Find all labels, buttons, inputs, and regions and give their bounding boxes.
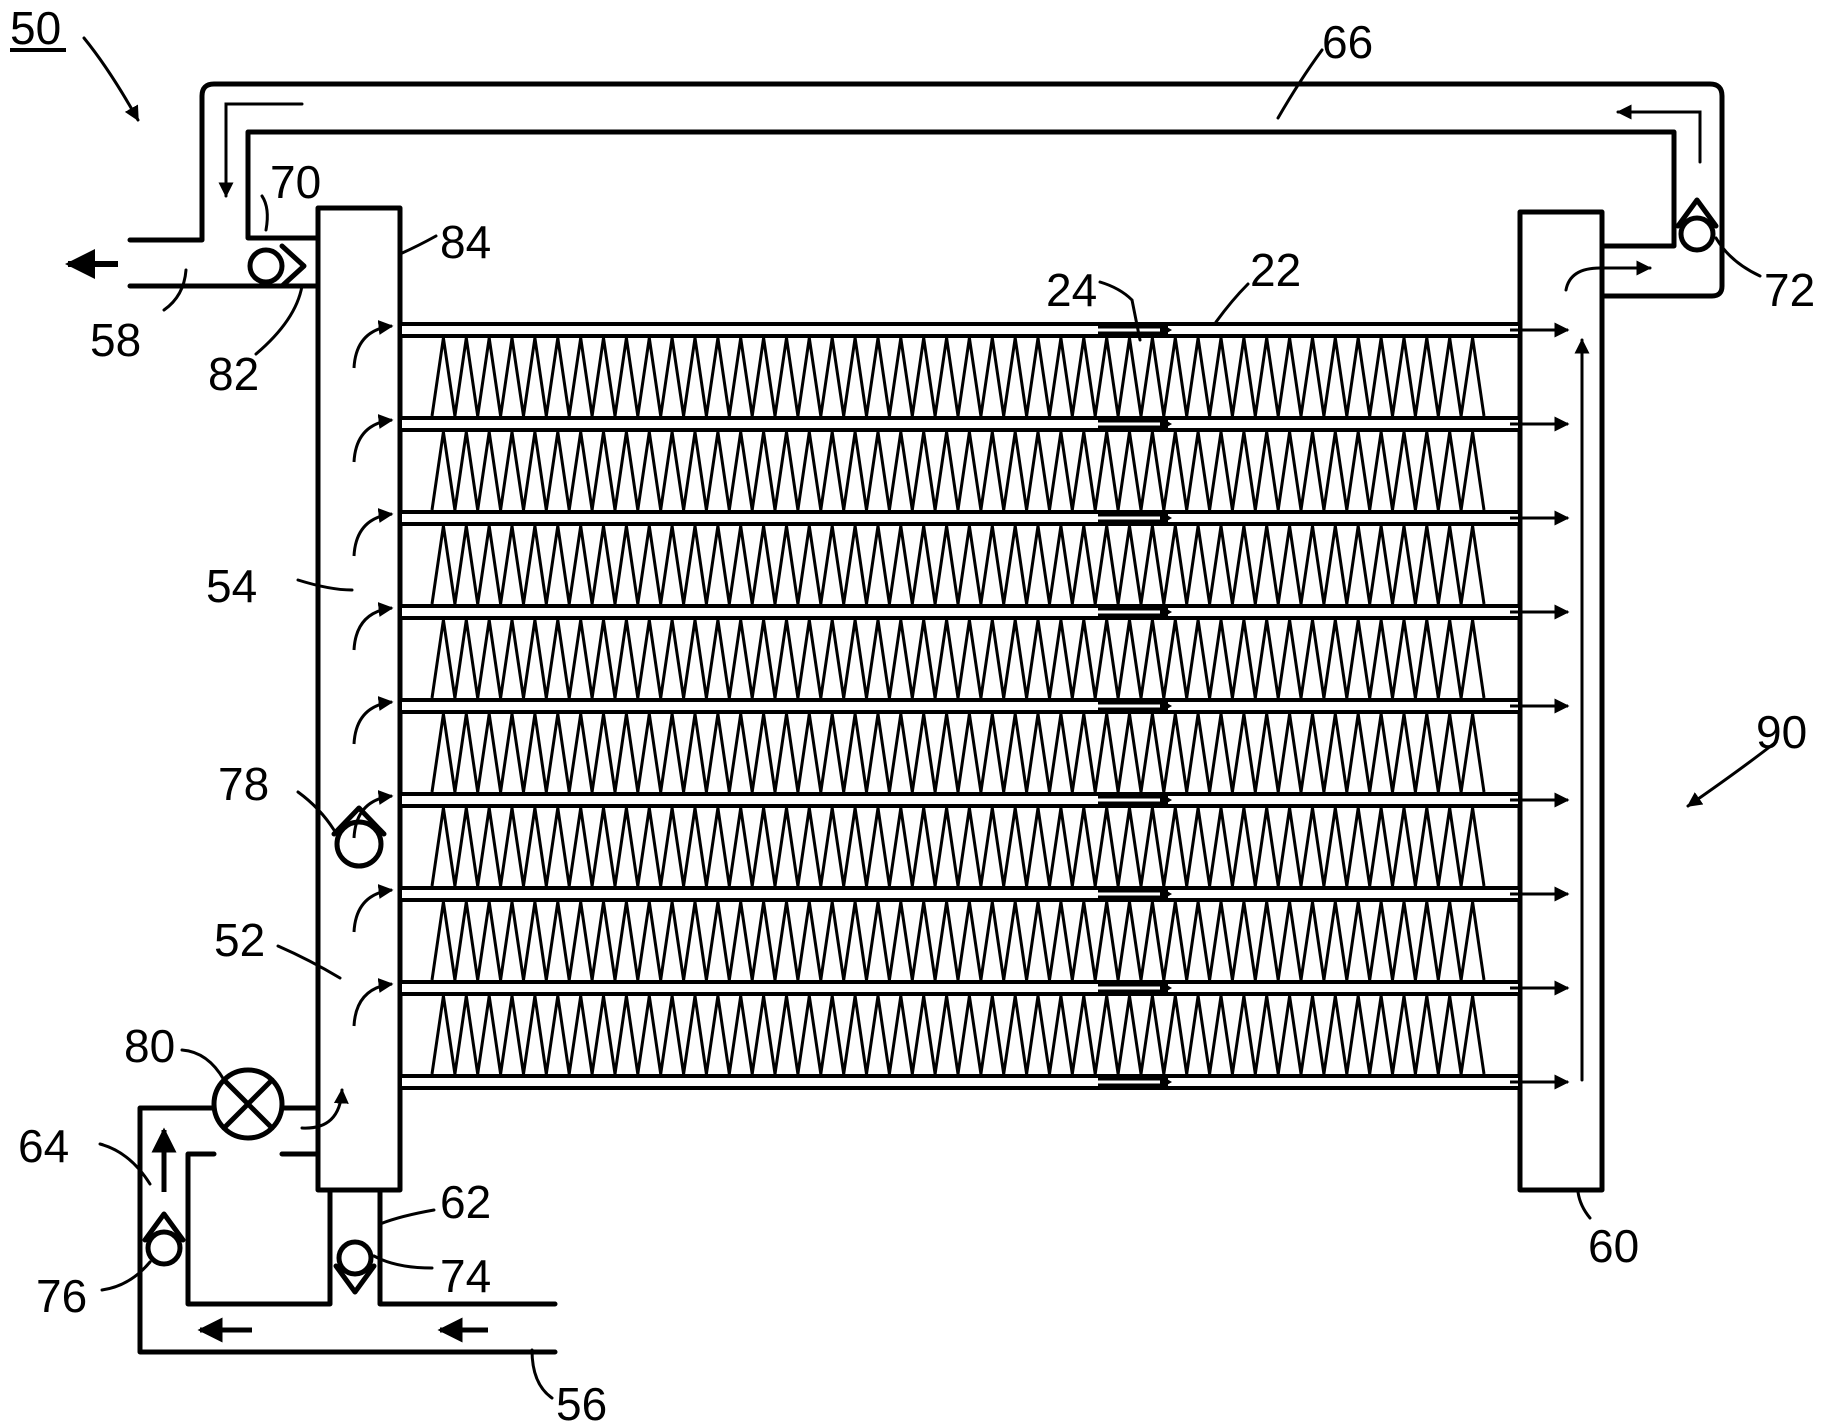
label-74: 74: [440, 1250, 491, 1302]
outlet-header: [1520, 212, 1602, 1190]
label-82: 82: [208, 348, 259, 400]
check-valve-76: [148, 1232, 180, 1264]
header-flow-arrow: [354, 326, 392, 368]
bypass-line-64: [188, 1154, 330, 1304]
header-flow-arrow: [354, 796, 392, 838]
valve-80-outlet: [282, 1108, 318, 1154]
flat-tube: [400, 324, 1520, 336]
header-flow-arrow: [354, 514, 392, 556]
label-62: 62: [440, 1176, 491, 1228]
label-60: 60: [1588, 1220, 1639, 1272]
label-58: 58: [90, 314, 141, 366]
outlet-header-exit-arrow: [1566, 268, 1650, 290]
label-22: 22: [1250, 244, 1301, 296]
flat-tube: [400, 888, 1520, 900]
flat-tube: [400, 606, 1520, 618]
fin-row: [432, 620, 1484, 698]
flat-tube: [400, 418, 1520, 430]
fin-row: [432, 808, 1484, 886]
fin-row: [432, 432, 1484, 510]
flat-tube: [400, 982, 1520, 994]
check-valve-78: [337, 822, 381, 866]
check-valve-74: [339, 1242, 371, 1274]
header-flow-arrow: [354, 984, 392, 1026]
fin-row: [432, 996, 1484, 1074]
label-90: 90: [1756, 706, 1807, 758]
check-valve-70: [250, 250, 282, 282]
label-56: 56: [556, 1378, 607, 1428]
header-flow-arrow: [354, 420, 392, 462]
check-valve-70-seat: [282, 246, 304, 286]
label-24: 24: [1046, 264, 1097, 316]
label-78: 78: [218, 758, 269, 810]
label-80: 80: [124, 1020, 175, 1072]
flat-tube: [400, 794, 1520, 806]
label-52: 52: [214, 914, 265, 966]
bypass-flow-arrow-right: [1618, 112, 1700, 162]
label-50: 50: [10, 2, 61, 54]
fin-row: [432, 526, 1484, 604]
inlet-line-56-outer: [140, 1108, 555, 1352]
label-70: 70: [270, 156, 321, 208]
header-flow-arrow: [354, 702, 392, 744]
label-84: 84: [440, 216, 491, 268]
label-76: 76: [36, 1270, 87, 1322]
check-valve-74-seat: [336, 1266, 374, 1292]
expansion-valve-80-cross: [224, 1080, 272, 1128]
flat-tube: [400, 1076, 1520, 1088]
fin-row: [432, 714, 1484, 792]
label-64: 64: [18, 1120, 69, 1172]
header-flow-arrow: [354, 890, 392, 932]
check-valve-72: [1681, 218, 1713, 250]
flat-tube: [400, 512, 1520, 524]
header-flow-arrow: [354, 608, 392, 650]
fin-row: [432, 902, 1484, 980]
header-flow-arrows: [354, 326, 392, 1026]
bypass-line-outer: [130, 84, 1722, 296]
check-valve-76-seat: [145, 1214, 183, 1240]
fin-row: [432, 338, 1484, 416]
flat-tube: [400, 700, 1520, 712]
inlet-header: [318, 208, 400, 1190]
label-66: 66: [1322, 16, 1373, 68]
check-valve-72-seat: [1678, 200, 1716, 226]
label-54: 54: [206, 560, 257, 612]
label-72: 72: [1764, 264, 1815, 316]
